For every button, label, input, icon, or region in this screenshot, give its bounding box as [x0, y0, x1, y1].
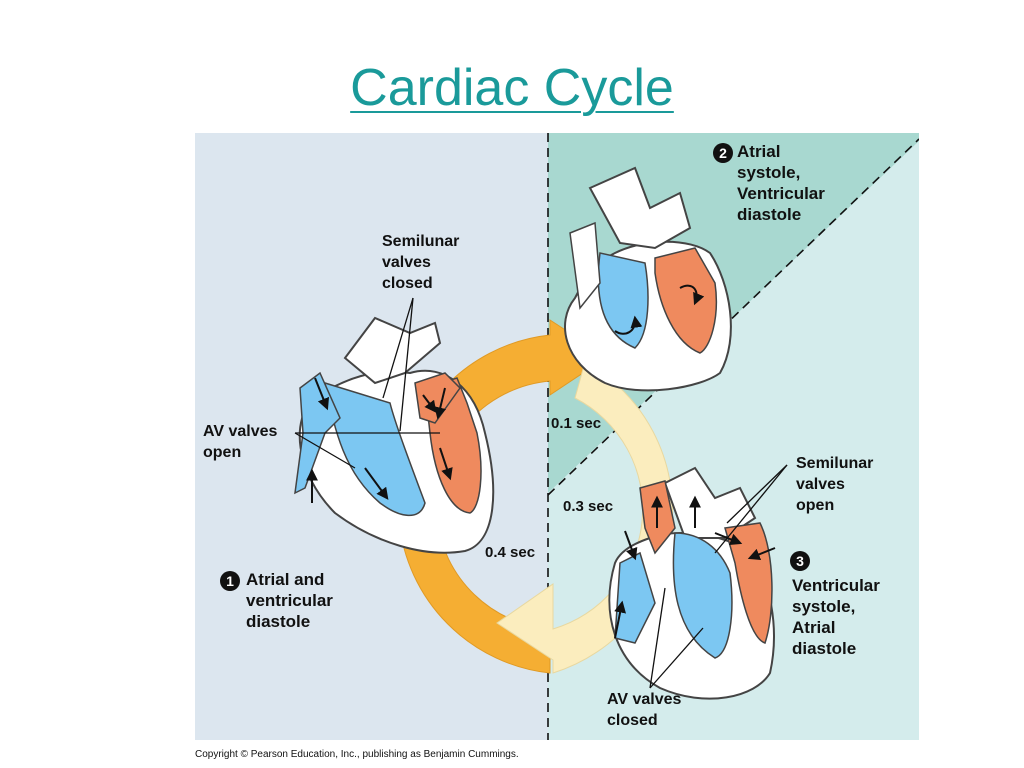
- phase-3-label: Ventricular systole, Atrial diastole: [792, 576, 880, 658]
- phase-2-label: Atrial systole, Ventricular diastole: [737, 142, 825, 224]
- callout-av-valves-open: AV valves open: [203, 423, 278, 461]
- timing-0-3-sec: 0.3 sec: [563, 498, 614, 515]
- diagonal-divider: [547, 138, 919, 496]
- slide-title: Cardiac Cycle: [350, 59, 674, 117]
- callout-lines: [294, 297, 788, 689]
- callout-av-valves-closed: AV valves closed: [607, 691, 682, 729]
- copyright-notice: Copyright © Pearson Education, Inc., pub…: [195, 749, 519, 760]
- heart-atrial-systole: [564, 166, 732, 392]
- callout-semilunar-closed: Semilunar valves closed: [382, 233, 460, 292]
- timing-0-1-sec: 0.1 sec: [551, 415, 602, 432]
- phase-1-label: Atrial and ventricular diastole: [246, 570, 333, 631]
- cardiac-cycle-illustration: [195, 133, 919, 740]
- cardiac-cycle-figure: 2 Atrial systole, Ventricular diastole 1…: [195, 133, 919, 740]
- callout-semilunar-open: Semilunar valves open: [796, 455, 874, 514]
- phase-3-number: 3: [790, 551, 810, 571]
- heart-ventricular-systole: [608, 466, 776, 700]
- heart-diastole: [294, 316, 495, 554]
- timing-0-4-sec: 0.4 sec: [485, 544, 536, 561]
- phase-2-number: 2: [713, 143, 733, 163]
- phase-1-number: 1: [220, 571, 240, 591]
